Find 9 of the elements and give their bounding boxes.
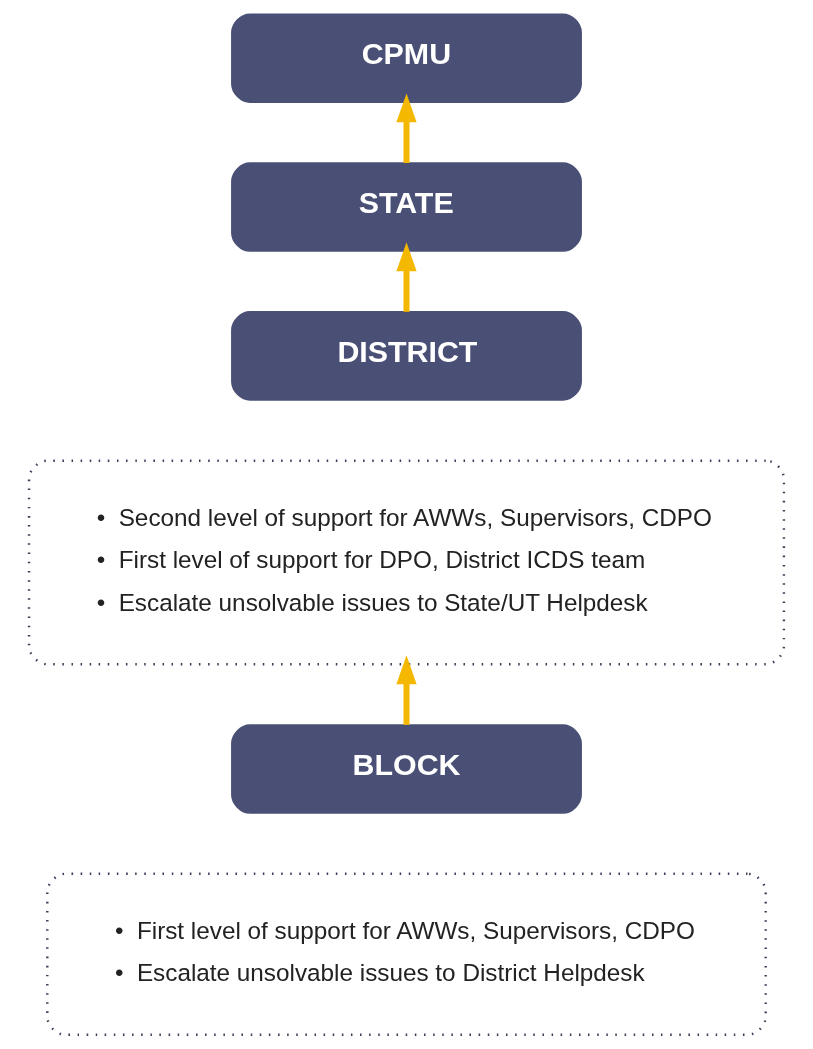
arrow <box>396 242 417 312</box>
node-box: BLOCK <box>231 724 582 814</box>
node-box: STATE <box>231 162 582 252</box>
node-box: • First level of support for AWWs, Supervisors, CDPO • Escalate unsolvable issues to District Helpdesk <box>46 872 767 1037</box>
node-box: CPMU <box>231 13 582 104</box>
node-box: • Second level of support for AWWs, Supervisors, CDPO • First level of support for DPO, District ICDS team • Escalate unsolvable issues to State/UT Helpdesk <box>27 459 786 666</box>
node-box: DISTRICT <box>231 311 582 401</box>
arrow <box>396 655 417 725</box>
arrow <box>396 93 417 163</box>
